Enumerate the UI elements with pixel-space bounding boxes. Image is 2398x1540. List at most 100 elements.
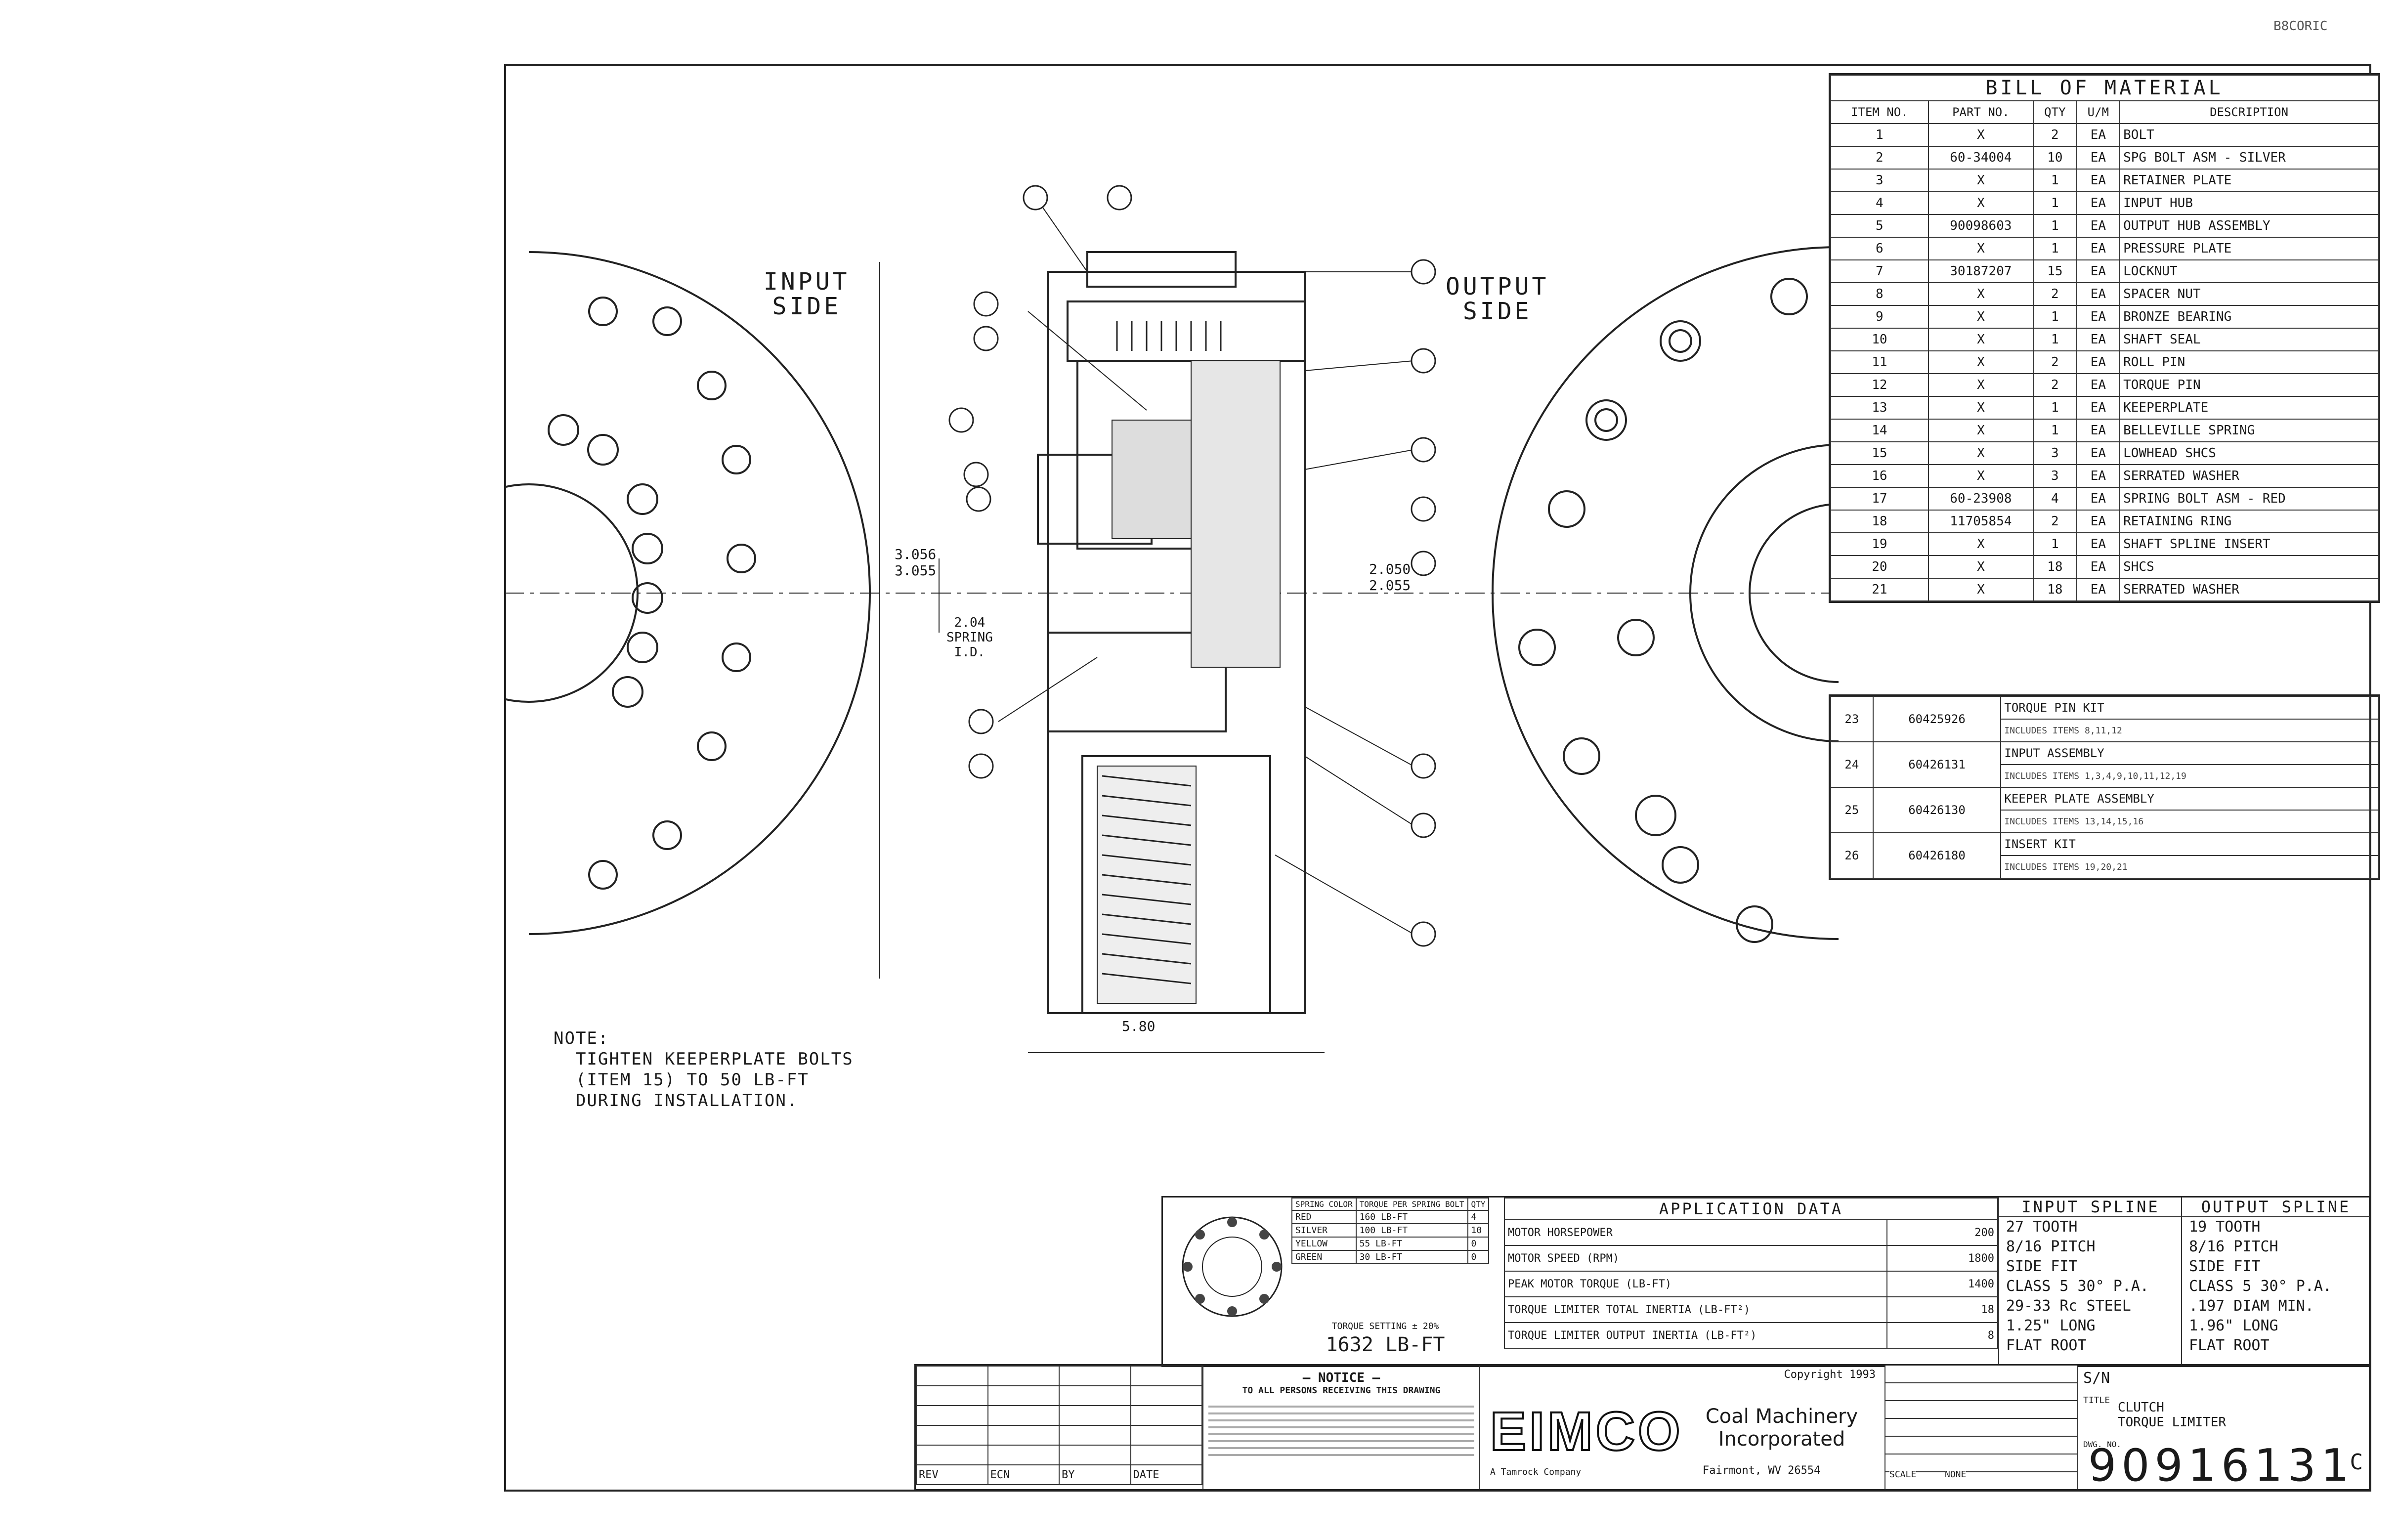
company-city: Fairmont, WV 26554 xyxy=(1703,1464,1821,1477)
notice-panel: — NOTICE — TO ALL PERSONS RECEIVING THIS… xyxy=(1202,1366,1479,1489)
revision-row xyxy=(916,1385,1202,1406)
bom-part-no: X xyxy=(1927,419,2034,442)
kit-part-no: 60426131 xyxy=(1872,741,2002,788)
dimension-width: 5.80 xyxy=(1122,1018,1156,1034)
bom-part-no: X xyxy=(1927,169,2034,192)
bom-qty: 1 xyxy=(2033,305,2077,329)
bom-item-no: 18 xyxy=(1830,510,1929,533)
kit-part-no: 60426130 xyxy=(1872,787,2002,833)
dimension-spring-id: 2.04 SPRING I.D. xyxy=(946,615,993,660)
revision-cell xyxy=(1130,1405,1202,1426)
bom-part-no: X xyxy=(1927,464,2034,488)
kit-includes-row: INCLUDES ITEMS 19,20,21 xyxy=(1831,855,2379,879)
application-row: TORQUE LIMITER OUTPUT INERTIA (LB-FT²)8 xyxy=(1504,1322,1998,1349)
revision-row xyxy=(916,1445,1202,1465)
revision-cell xyxy=(1059,1385,1131,1406)
bom-qty: 10 xyxy=(2033,146,2077,170)
bom-description: SERRATED WASHER xyxy=(2119,464,2379,488)
input-side-label: INPUT SIDE xyxy=(764,268,850,320)
revision-cell xyxy=(1059,1366,1131,1386)
application-value: 1800 xyxy=(1886,1245,1998,1272)
input-spline-panel: INPUT SPLINE 27 TOOTH 8/16 PITCH SIDE FI… xyxy=(1998,1198,2182,1366)
drawing-number: 90916131 xyxy=(2088,1440,2355,1492)
output-side-label: OUTPUT SIDE xyxy=(1446,273,1549,325)
dimension-2050: 2.050 2.055 xyxy=(1369,561,1411,594)
bom-header-um: U/M xyxy=(2076,100,2121,124)
approval-panel: SCALE NONE xyxy=(1884,1366,2078,1489)
bom-header-item: ITEM NO. xyxy=(1830,100,1929,124)
bom-header-qty: QTY xyxy=(2033,100,2077,124)
copyright: Copyright 1993 xyxy=(1784,1369,1876,1381)
revision-row xyxy=(916,1405,1202,1426)
output-spline-spec: 19 TOOTH 8/16 PITCH SIDE FIT CLASS 5 30°… xyxy=(2189,1218,2332,1354)
company-name: Coal Machinery Incorporated xyxy=(1705,1405,1858,1451)
bom-part-no: X xyxy=(1927,191,2034,215)
revision-cell xyxy=(987,1385,1060,1406)
company-panel: Copyright 1993 EIMCO Coal Machinery Inco… xyxy=(1479,1366,1885,1489)
bom-um: EA xyxy=(2076,350,2121,374)
drawing-number-label: DWG. NO. xyxy=(2083,1440,2122,1449)
drawing-id-panel: S/N TITLE CLUTCH TORQUE LIMITER DWG. NO.… xyxy=(2077,1366,2370,1492)
application-row: MOTOR SPEED (RPM)1800 xyxy=(1504,1245,1998,1272)
bom-qty: 3 xyxy=(2033,464,2077,488)
bom-description: PRESSURE PLATE xyxy=(2119,237,2379,260)
bom-um: EA xyxy=(2076,214,2121,238)
kit-includes-row: INCLUDES ITEMS 8,11,12 xyxy=(1831,719,2379,742)
bom-description: BOLT xyxy=(2119,123,2379,147)
kit-includes: INCLUDES ITEMS 8,11,12 xyxy=(2000,719,2379,742)
bom-part-no: X xyxy=(1927,441,2034,465)
torque-setting-value: 1632 LB-FT xyxy=(1326,1333,1445,1356)
output-spline-panel: OUTPUT SPLINE 19 TOOTH 8/16 PITCH SIDE F… xyxy=(2181,1198,2370,1366)
spring-torque: 160 LB-FT xyxy=(1355,1210,1468,1224)
spring-color: GREEN xyxy=(1291,1250,1357,1264)
kit-includes: INCLUDES ITEMS 13,14,15,16 xyxy=(2000,810,2379,833)
bom-um: EA xyxy=(2076,487,2121,511)
application-title: APPLICATION DATA xyxy=(1504,1198,1998,1220)
spring-header-torque: TORQUE PER SPRING BOLT xyxy=(1355,1198,1468,1211)
bom-item-no: 9 xyxy=(1830,305,1929,329)
bom-description: KEEPERPLATE xyxy=(2119,396,2379,420)
notice-title: — NOTICE — xyxy=(1302,1370,1380,1385)
spring-torque: 55 LB-FT xyxy=(1355,1237,1468,1251)
document-stamp: B8CORIC xyxy=(2273,19,2328,34)
bom-description: SERRATED WASHER xyxy=(2119,578,2379,601)
bom-qty: 15 xyxy=(2033,259,2077,283)
note-text: TIGHTEN KEEPERPLATE BOLTS (ITEM 15) TO 5… xyxy=(575,1049,854,1111)
bom-description: OUTPUT HUB ASSEMBLY xyxy=(2119,214,2379,238)
revision-row xyxy=(916,1425,1202,1446)
scale-value: NONE xyxy=(1945,1469,1967,1480)
revision-letter: C xyxy=(2350,1450,2363,1475)
rev-header-date: DATE xyxy=(1130,1464,1202,1485)
bom-qty: 1 xyxy=(2033,237,2077,260)
revision-cell xyxy=(987,1425,1060,1446)
bom-item-no: 21 xyxy=(1830,578,1929,601)
spring-color-table: SPRING COLOR TORQUE PER SPRING BOLT QTY … xyxy=(1291,1198,1490,1264)
bom-item-no: 4 xyxy=(1830,191,1929,215)
revision-cell xyxy=(916,1445,988,1465)
spring-qty: 4 xyxy=(1467,1210,1490,1224)
application-parameter: PEAK MOTOR TORQUE (LB-FT) xyxy=(1504,1271,1887,1297)
bom-description: SHCS xyxy=(2119,555,2379,579)
bom-um: EA xyxy=(2076,510,2121,533)
dimension-3056: 3.056 3.055 xyxy=(895,546,937,579)
bom-um: EA xyxy=(2076,282,2121,306)
bom-qty: 1 xyxy=(2033,396,2077,420)
kit-includes: INCLUDES ITEMS 19,20,21 xyxy=(2000,855,2379,879)
bom-um: EA xyxy=(2076,237,2121,260)
bom-description: SPG BOLT ASM - SILVER xyxy=(2119,146,2379,170)
